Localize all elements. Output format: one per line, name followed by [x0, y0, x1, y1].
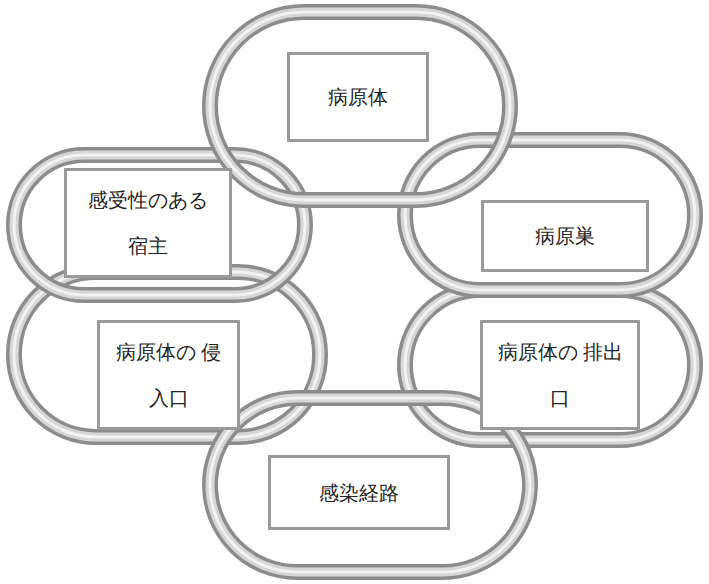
label-box: 病原体 — [287, 52, 429, 142]
label-text: 感受性のある 宿主 — [77, 177, 219, 269]
chain-link — [405, 290, 695, 440]
label-box: 病原巣 — [481, 200, 649, 272]
label-text: 病原体 — [328, 74, 388, 120]
label-text: 感染経路 — [319, 470, 399, 516]
chain-link — [405, 140, 695, 290]
chain-link — [210, 12, 510, 200]
label-text: 病原体の 侵入口 — [110, 329, 227, 421]
label-box: 感染経路 — [268, 455, 450, 530]
label-text: 病原巣 — [535, 213, 595, 259]
label-text: 病原体の 排出口 — [493, 329, 627, 421]
chain-link — [14, 155, 305, 295]
label-box: 病原体の 侵入口 — [97, 320, 240, 430]
label-box: 病原体の 排出口 — [480, 320, 640, 430]
label-box: 感受性のある 宿主 — [64, 168, 232, 278]
